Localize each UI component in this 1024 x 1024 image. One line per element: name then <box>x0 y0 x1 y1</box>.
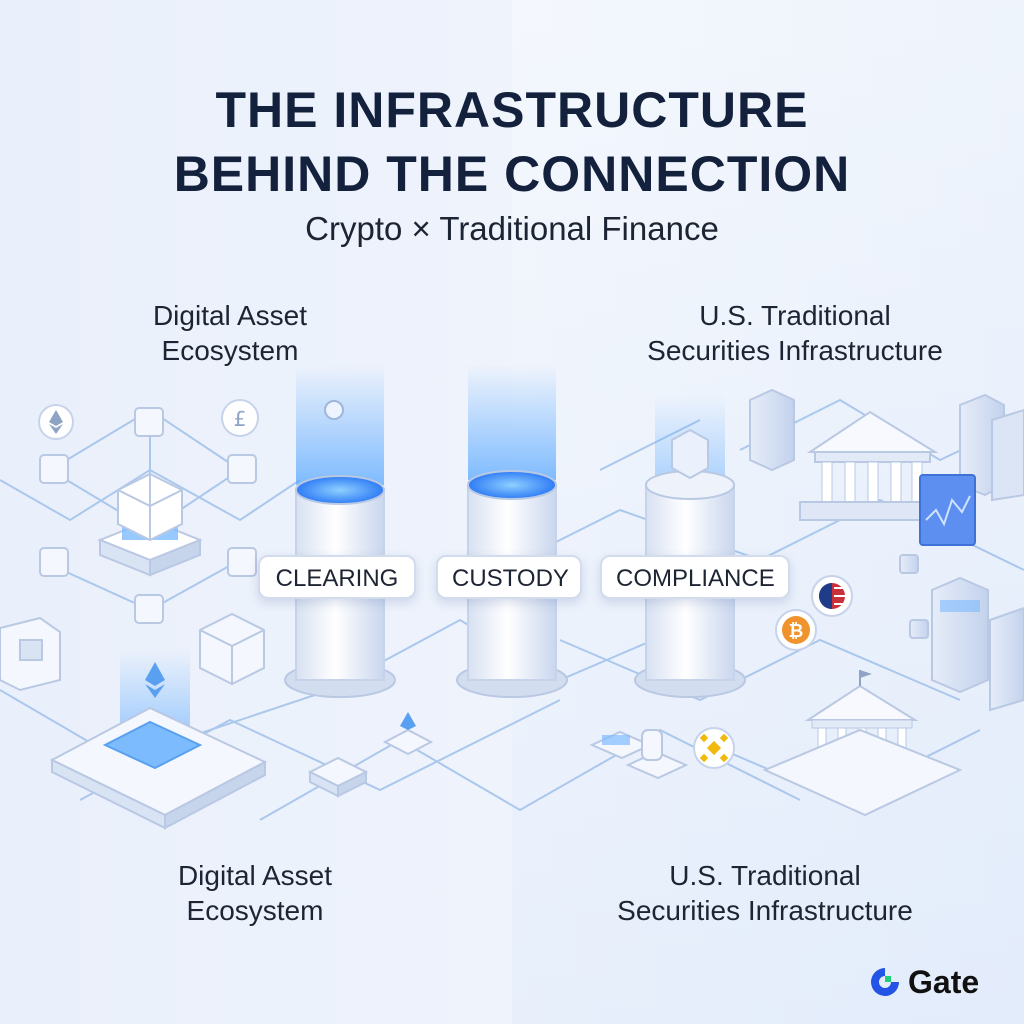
title-line-1: THE INFRASTRUCTURE <box>215 82 809 138</box>
compliance-label: COMPLIANCE <box>600 555 790 599</box>
binance-icon <box>693 727 735 769</box>
office-tower <box>749 388 1024 502</box>
gate-logo-icon <box>871 968 899 996</box>
pound-coin-icon: £ <box>221 399 259 437</box>
region-label-line: U.S. Traditional <box>699 300 891 331</box>
brand-name: Gate <box>908 963 980 1000</box>
server-icon <box>899 554 1024 712</box>
title-line-2: BEHIND THE CONNECTION <box>173 146 851 202</box>
region-label-line: Securities Infrastructure <box>617 895 913 926</box>
region-label-digital-asset-bottom: Digital Asset Ecosystem <box>145 858 365 928</box>
block-node <box>227 454 257 484</box>
bitcoin-icon: ₿ <box>775 609 817 651</box>
region-label-line: U.S. Traditional <box>669 860 861 891</box>
block-node <box>134 594 164 624</box>
block-node <box>39 454 69 484</box>
ethereum-platform <box>49 662 268 830</box>
blockchain-network <box>39 407 257 624</box>
region-label-line: Digital Asset <box>152 300 308 331</box>
ethereum-icon <box>38 404 74 440</box>
region-label-line: Securities Infrastructure <box>647 335 943 366</box>
bank-icon <box>762 670 963 817</box>
wallet-icon <box>0 616 61 692</box>
chart-monitor-icon <box>919 474 976 546</box>
region-label-line: Digital Asset <box>177 860 333 891</box>
us-flag-icon <box>811 575 853 617</box>
custody-label: CUSTODY <box>436 555 582 599</box>
region-label-digital-asset-top: Digital Asset Ecosystem <box>120 298 340 368</box>
page-title: THE INFRASTRUCTURE BEHIND THE CONNECTION <box>0 78 1024 206</box>
block-node <box>39 547 69 577</box>
gate-logo: Gate <box>868 962 979 1002</box>
region-label-securities-bottom: U.S. Traditional Securities Infrastructu… <box>570 858 960 928</box>
region-label-line: Ecosystem <box>186 895 324 926</box>
clearing-label: CLEARING <box>258 555 416 599</box>
infrastructure-diagram: £ <box>0 365 1024 830</box>
contract-cube <box>199 612 265 686</box>
svg-text:£: £ <box>234 407 247 431</box>
region-label-securities-top: U.S. Traditional Securities Infrastructu… <box>600 298 990 368</box>
token-platform <box>307 400 434 798</box>
svg-text:₿: ₿ <box>789 621 804 642</box>
region-label-line: Ecosystem <box>161 335 299 366</box>
block-node <box>134 407 164 437</box>
block-node <box>227 547 257 577</box>
page-subtitle: Crypto × Traditional Finance <box>305 210 719 247</box>
data-stack <box>589 729 689 780</box>
